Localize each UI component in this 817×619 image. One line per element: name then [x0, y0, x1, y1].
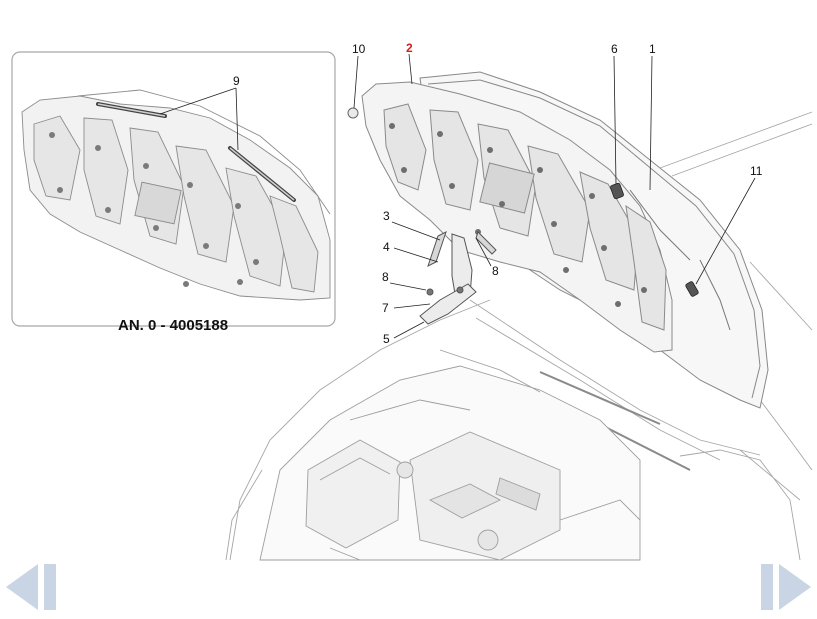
callout-4: 4 [383, 240, 390, 254]
inset-panel: 9 AN. 0 - 4005188 [11, 51, 336, 334]
inset-caption: AN. 0 - 4005188 [118, 317, 228, 334]
insulation-pad [361, 81, 673, 353]
leader-lines [353, 53, 756, 339]
callout-8-upper: 8 [492, 264, 499, 278]
callout-11: 11 [750, 164, 763, 178]
callout-9: 9 [233, 74, 240, 88]
arrow-left-icon [6, 564, 56, 610]
next-page-button[interactable] [757, 560, 815, 614]
engine-bay [259, 349, 641, 561]
callout-5: 5 [383, 332, 390, 346]
callout-8-lower: 8 [382, 270, 389, 284]
gas-strut-part [685, 281, 699, 297]
callout-1: 1 [649, 42, 656, 56]
previous-page-button[interactable] [2, 560, 60, 614]
callout-labels: 10 2 6 1 11 3 4 8 8 7 5 [352, 41, 763, 346]
callout-7: 7 [382, 301, 389, 315]
hinge-assembly [419, 231, 497, 325]
clip-part [347, 107, 359, 119]
leader-9 [159, 87, 239, 151]
callout-6: 6 [611, 42, 618, 56]
bump-stop-part [610, 182, 624, 200]
callout-2: 2 [406, 41, 413, 55]
callout-10: 10 [352, 42, 366, 56]
seal-strips [96, 102, 296, 202]
callout-3: 3 [383, 209, 390, 223]
arrow-right-icon [761, 564, 811, 610]
pad-clips [389, 123, 647, 307]
